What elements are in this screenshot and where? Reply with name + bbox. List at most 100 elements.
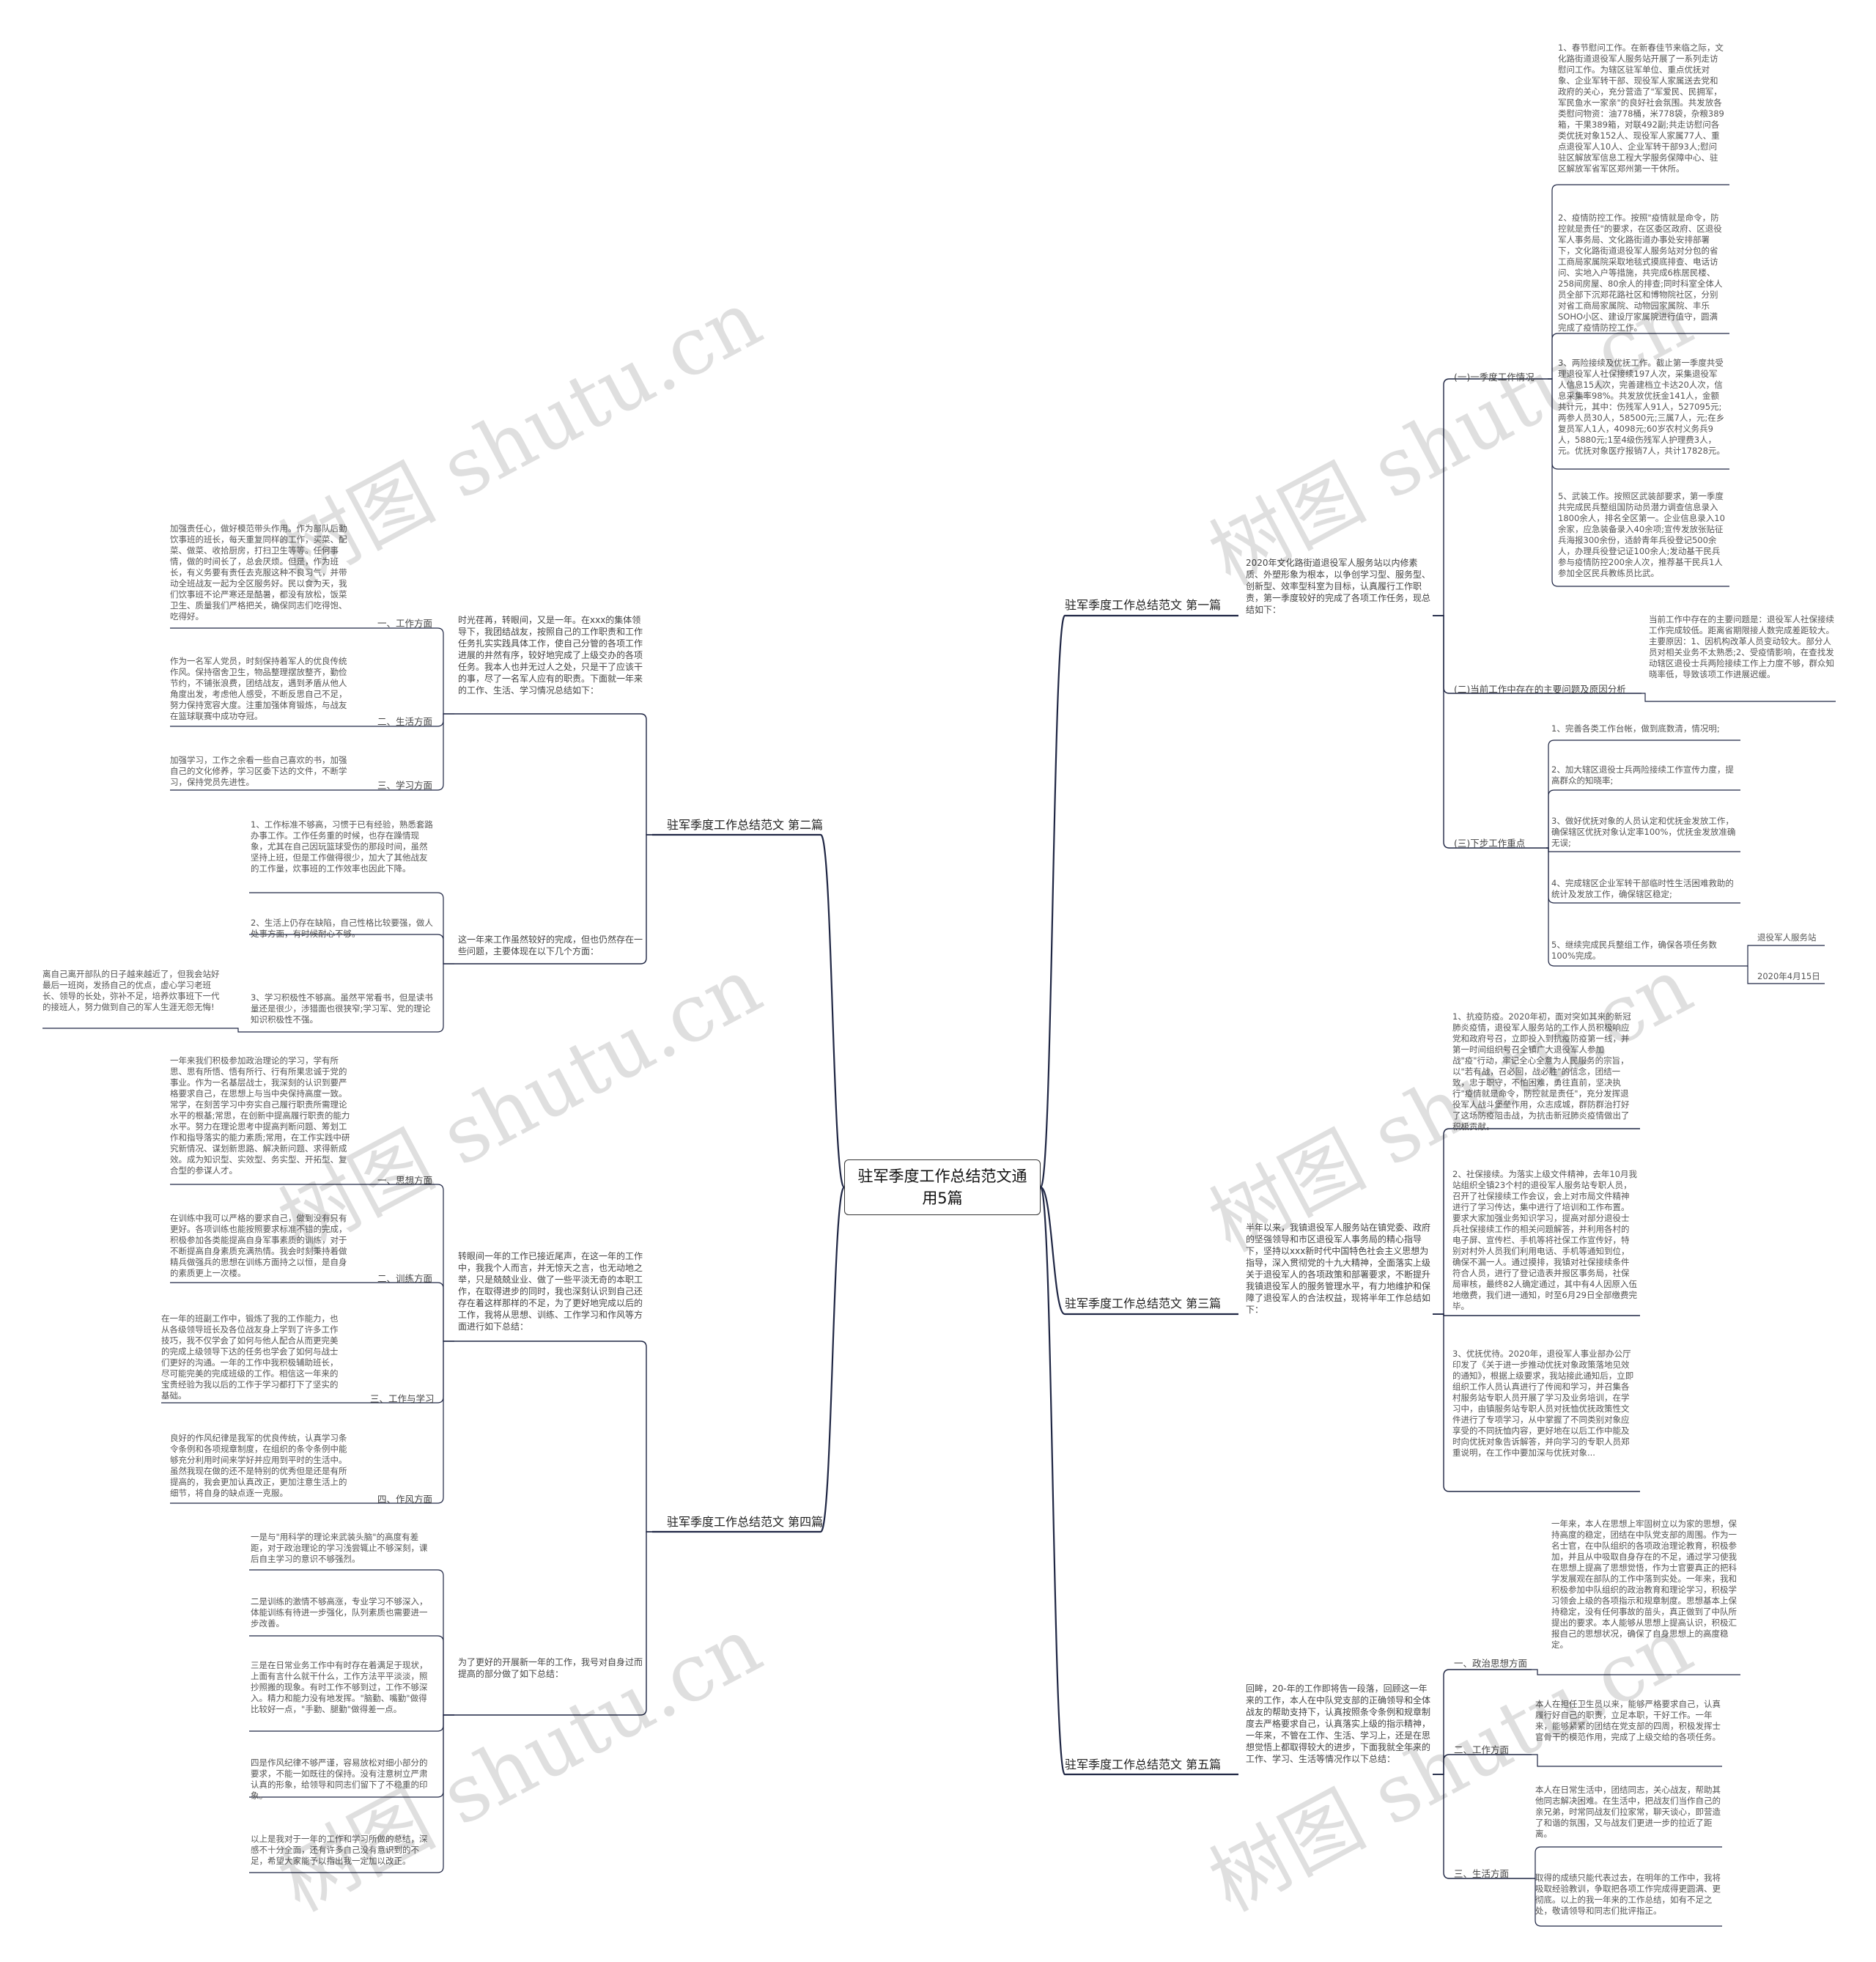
connector-line [362,1184,454,1342]
connector-line [1433,1313,1640,1316]
root-topic[interactable]: 驻军季度工作总结范文通用5篇 [844,1159,1041,1215]
connector-line [249,934,454,965]
connector-line [454,1531,652,1716]
connector-line [1532,1669,1740,1675]
connector-line [362,713,454,791]
connector-line [1740,945,1825,967]
connector-line [1642,693,1836,702]
connector-line [1532,1878,1722,1927]
b1-sub2-label[interactable]: (二)当前工作中存在的主要问题及原因分析 [1454,684,1626,695]
b2-a3-text[interactable]: 加强学习，工作之余看一些自己喜欢的书，加强自己的文化修养，学习区委下达的文件，不… [170,755,347,787]
b4-point-3[interactable]: 三是在日常业务工作中有时存在着满足于现状，上面有言什么就干什么，工作方法平平淡淡… [251,1660,428,1714]
b1-sub1-label[interactable]: (一)一季度工作情况 [1454,372,1535,383]
b1-sub1-leaf-2[interactable]: 2、疫情防控工作。按照"疫情就是命令，防控就是责任"的要求，在区委区政府、区退役… [1558,213,1723,333]
b5-a1-text[interactable]: 一年来，本人在思想上牢固树立以为家的思想，保持高度的稳定，团结在中队党支部的周围… [1551,1519,1737,1650]
connector-line [1548,378,1729,587]
connector-line [1433,615,1642,694]
connector-line [1546,740,1740,849]
connector-line [652,1186,846,1533]
connector-line [1532,1846,1722,1879]
b1-sub3-label[interactable]: (三)下步工作重点 [1454,838,1526,849]
connector-line [1433,1754,1532,1775]
b1-sub3-leaf-5[interactable]: 5、继续完成民兵整组工作，确保各项任务数100%完成。 [1551,940,1717,961]
b5-a1-label[interactable]: 一、政治思想方面 [1454,1658,1528,1669]
connector-line [249,892,454,965]
connector-line [249,963,454,1033]
b4-a4-text[interactable]: 良好的作风纪律是我军的优良传统，认真学习条令条例和各项规章制度，在组织的条令条例… [170,1433,347,1498]
b5-a3b-text[interactable]: 取得的成绩只能代表过去，在明年的工作中，我将吸取经验教训，争取把各项工作完成得更… [1535,1873,1721,1916]
b3-leaf-1[interactable]: 1、抗疫防疫。2020年初，面对突如其来的新冠肺炎疫情，退役军人服务站的工作人员… [1452,1011,1631,1132]
b4-a2-label[interactable]: 二、训练方面 [377,1273,433,1284]
connector-line [454,1340,652,1533]
b2-problem-2[interactable]: 2、生活上仍存在缺陷，自己性格比较要强，做人处事方面，有时候耐心不够。 [251,918,433,939]
connector-line [43,1028,249,1033]
b4-point-1[interactable]: 一是与"用科学的理论来武装头脑"的高度有差距，对于政治理论的学习浅尝辄止不够深刻… [251,1532,428,1564]
connector-line [454,834,652,965]
b2-a3-label[interactable]: 三、学习方面 [377,780,433,791]
connector-line [362,1282,454,1342]
b4-a3-label[interactable]: 三、工作与学习 [370,1393,435,1404]
b4-point-2[interactable]: 二是训练的激情不够高涨，专业学习不够深入，体能训练有待进一步强化，队列素质也需要… [251,1596,428,1629]
connector-line [362,1340,454,1504]
branch-1-intro[interactable]: 2020年文化路街道退役军人服务站以内修素质、外塑形象为根本，以争创学习型、服务… [1246,558,1431,615]
connector-line [652,833,846,1189]
connector-line [1546,789,1740,849]
b4-a3-text[interactable]: 在一年的班副工作中，锻炼了我的工作能力，也从各级领导班长及各位战友身上学到了许多… [161,1313,339,1401]
b4-point-5[interactable]: 以上是我对于一年的工作和学习所做的总结，深感不十分全面，还有许多自己没有意识到的… [251,1834,428,1866]
connector-line [362,627,454,715]
b2-a1-label[interactable]: 一、工作方面 [377,618,433,629]
b4-a1-label[interactable]: 一、思想方面 [377,1175,433,1186]
b2-a1-text[interactable]: 加强责任心，做好模范带头作用。作为部队后勤饮事班的班长，每天重复同样的工作，买菜… [170,523,347,622]
branch-5-title[interactable]: 驻军季度工作总结范文 第五篇 [1065,1758,1222,1771]
b4-a4-label[interactable]: 四、作风方面 [377,1494,433,1505]
b2-problem-3-note[interactable]: 离自己离开部队的日子越来越近了，但我会站好最后一班岗，发扬自己的优点，虚心学习老… [43,969,220,1012]
b3-leaf-2[interactable]: 2、社保接续。为落实上级文件精神，去年10月我站组织全镇23个村的退役军人服务站… [1452,1169,1637,1311]
b1-sign-org[interactable]: 退役军人服务站 [1757,932,1817,943]
branch-3-title[interactable]: 驻军季度工作总结范文 第三篇 [1065,1297,1222,1310]
b4-a2-text[interactable]: 在训练中我可以严格的要求自己，做到没有只有更好。各项训练也能按照要求标准不错的完… [170,1213,347,1278]
b1-sign-date[interactable]: 2020年4月15日 [1757,971,1820,981]
branch-1-title[interactable]: 驻军季度工作总结范文 第一篇 [1065,598,1222,612]
b1-sub2-leaf-1[interactable]: 当前工作中存在的主要问题是：退役军人社保接续工作完成较低。距离省期限接人数完成差… [1649,614,1834,679]
connector-line [1747,966,1825,984]
branch-4-intro-1[interactable]: 转眼间一年的工作已接近尾声，在这一年的工作中，我我个人而言，并无惊天之言，也无动… [458,1251,643,1332]
b1-sub3-leaf-3[interactable]: 3、做好优抚对象的人员认定和优抚金发放工作，确保辖区优抚对象认定率100%，优抚… [1551,816,1736,848]
connector-line [1040,1186,1238,1316]
b2-problem-1[interactable]: 1、工作标准不够高，习惯于已有经验，熟悉套路办事工作。工作任务重的时候，也存在躁… [251,819,433,874]
b4-point-4[interactable]: 四是作风纪律不够严谨，容易放松对细小部分的要求，不能一如既往的保持。没有注意树立… [251,1758,428,1801]
connector-line [249,1569,454,1716]
connector-line [1433,378,1548,616]
b1-sub1-leaf-4[interactable]: 5、武装工作。按照区武装部要求，第一季度共完成民兵整组国防动员潜力调查信息录入1… [1558,491,1725,578]
connector-line [1548,184,1729,380]
branch-2-intro-2[interactable]: 这一年来工作虽然较好的完成，但也仍然存在一些问题，主要体现在以下几个方面： [458,934,643,956]
connector-line [249,1714,454,1732]
connector-line [1546,847,1740,967]
b5-a2-text[interactable]: 本人在担任卫生员以来，能够严格要求自己，认真履行好自己的职责，立足本职，干好工作… [1535,1699,1721,1742]
connector-line [1433,1313,1640,1492]
connector-line [1039,1186,1238,1776]
b5-a3-label[interactable]: 三、生活方面 [1454,1868,1510,1879]
branch-2-intro-1[interactable]: 时光荏苒，转眼间，又是一年。在xxx的集体领导下，我团结战友，按照自己的工作职责… [458,615,643,696]
connector-line [249,1714,454,1873]
branch-5-intro[interactable]: 回眸，20-年的工作即将告一段落，回顾这一年来的工作，本人在中队党支部的正确领导… [1246,1683,1431,1764]
branch-4-intro-2[interactable]: 为了更好的开展新一年的工作，我号对自身过而提高的部分做了如下总结： [458,1657,643,1679]
b2-problem-3[interactable]: 3、学习积极性不够高。虽然平常看书，但是读书量还是很少，涉猎面也很狭窄;学习军、… [251,992,433,1025]
b1-sub3-leaf-1[interactable]: 1、完善各类工作台帐，做到底数清，情况明; [1551,723,1720,734]
b2-a2-text[interactable]: 作为一名军人党员，时刻保持着军人的优良传统作风。保持宿舍卫生，物品整理摆放整齐，… [170,656,347,721]
branch-2-title[interactable]: 驻军季度工作总结范文 第二篇 [667,818,824,832]
b1-sub1-leaf-3[interactable]: 3、两险接续及优抚工作。截止第一季度共受理退役军人社保接续197人次，采集退役军… [1558,358,1725,456]
connector-line [454,713,652,836]
b1-sub3-leaf-4[interactable]: 4、完成辖区企业军转干部临时性生活困难救助的统计及发放工作，确保辖区稳定; [1551,878,1734,899]
branch-4-title[interactable]: 驻军季度工作总结范文 第四篇 [667,1515,824,1529]
b1-sub3-leaf-2[interactable]: 2、加大辖区退役士兵两险接续工作宣传力度，提高群众的知晓率; [1551,764,1734,786]
branch-3-intro[interactable]: 半年以来，我镇退役军人服务站在镇党委、政府的坚强领导和市区退役军人事务局的精心指… [1246,1222,1431,1315]
b4-a1-text[interactable]: 一年来我们积极参加政治理论的学习，学有所思、思有所悟、悟有所行、行有所果忠诚于党… [170,1055,350,1176]
connector-line [1433,615,1546,849]
b1-sub1-leaf-1[interactable]: 1、春节慰问工作。在新春佳节来临之际，文化路街道退役军人服务站开展了一系列走访慰… [1558,43,1724,174]
connector-line [1433,1669,1532,1775]
connector-line [249,1635,454,1716]
b5-a3-text[interactable]: 本人在日常生活中，团结同志，关心战友，帮助其他同志解决困难。在生活中，把战友们当… [1535,1785,1721,1839]
b2-a2-label[interactable]: 二、生活方面 [377,716,433,727]
b5-a2-label[interactable]: 二、工作方面 [1454,1744,1510,1755]
b3-leaf-3[interactable]: 3、优抚优待。2020年，退役军人事业部办公厅印发了《关于进一步推动优抚对象政策… [1452,1349,1634,1458]
